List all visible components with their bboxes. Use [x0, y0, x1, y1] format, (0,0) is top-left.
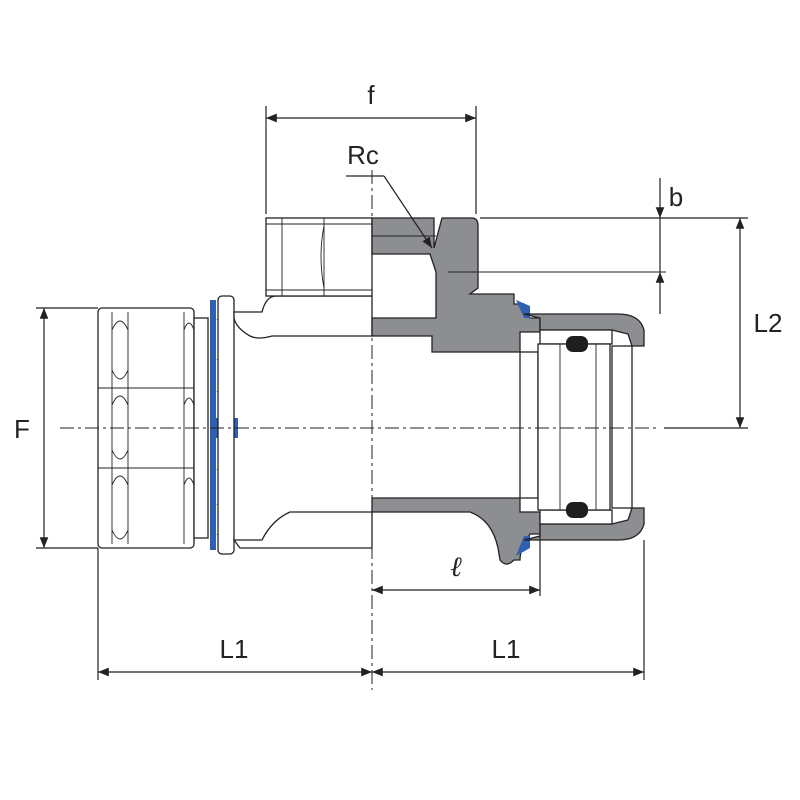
label-l1-left: L1 — [220, 634, 249, 664]
dim-b: b — [480, 178, 683, 314]
label-b: b — [669, 182, 683, 212]
dim-l1-right: L1 — [372, 540, 645, 680]
label-ell: ℓ — [450, 552, 462, 583]
dim-f: f — [265, 80, 477, 214]
label-l2: L2 — [754, 308, 783, 338]
right-nut — [519, 313, 645, 541]
center-lines — [60, 170, 660, 690]
label-F: F — [14, 414, 30, 444]
label-l1-right: L1 — [492, 634, 521, 664]
o-ring-bottom — [566, 502, 588, 518]
label-f: f — [367, 80, 375, 110]
o-ring-top — [566, 336, 588, 352]
dim-l2: L2 — [664, 217, 783, 429]
label-rc: Rc — [347, 140, 379, 170]
dim-l1-left: L1 — [97, 548, 372, 680]
body-outline — [232, 217, 373, 549]
dim-ell: ℓ — [372, 534, 541, 596]
dim-rc: Rc — [346, 140, 433, 249]
dim-F: F — [14, 307, 98, 549]
left-flange — [217, 295, 235, 555]
